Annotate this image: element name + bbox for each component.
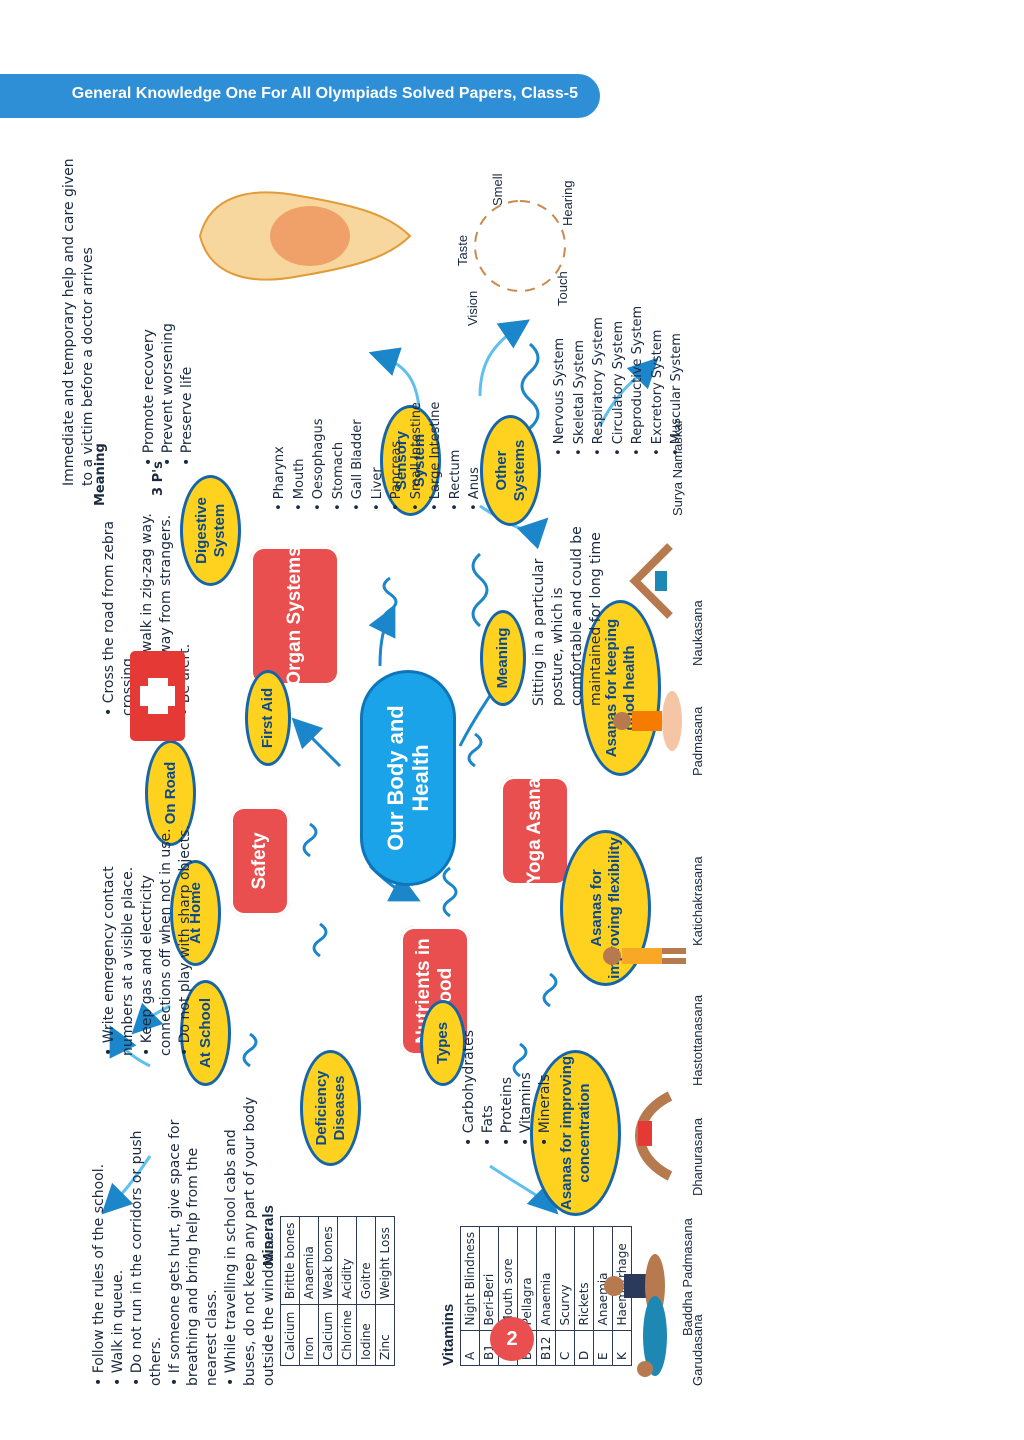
mind-map: Our Body and Health Organ Systems Safety… [60, 126, 710, 1386]
table-cell: Calcium [280, 1304, 300, 1366]
caption-hastottanasana: Hastottanasana [690, 994, 705, 1086]
table-cell: B12 [536, 1330, 556, 1366]
yoga-figure-icon [629, 543, 673, 619]
caption-garudasana: Garudasana [690, 1314, 705, 1386]
table-cell: A [460, 1330, 480, 1366]
table-cell: Brittle bones [280, 1216, 300, 1305]
book-title: General Knowledge One For All Olympiads … [71, 85, 578, 102]
table-cell: Scurvy [555, 1226, 575, 1331]
header-banner: General Knowledge One For All Olympiads … [0, 74, 600, 118]
three-ps-list: • Promote recovery • Prevent worsening •… [141, 323, 195, 466]
node-deficiency-diseases: Deficiency Diseases [300, 1050, 361, 1166]
digestive-system-illustration [198, 191, 412, 281]
yoga-figure-icon [637, 1296, 667, 1377]
table-cell: Chlorine [337, 1304, 357, 1366]
caption-dhanurasana: Dhanurasana [690, 1117, 705, 1196]
table-cell: Night Blindness [460, 1226, 480, 1331]
caption-katichakrasana: Katichakrasana [690, 856, 705, 946]
senses-cycle-icon [474, 200, 566, 292]
table-cell: D [574, 1330, 594, 1366]
table-cell: C [555, 1330, 575, 1366]
vitamins-title: Vitamins [440, 1303, 457, 1366]
yoga-figure-icon [635, 1091, 673, 1181]
yoga-meaning-text: Sitting in a particular posture, which i… [531, 526, 604, 706]
at-home-list: • Write emergency contact numbers at a v… [101, 825, 193, 1056]
node-yoga-meaning: Meaning [480, 610, 526, 706]
digestive-list: • Pharynx • Mouth • Oesophagus • Stomach… [272, 401, 482, 511]
minerals-title: Minerals [260, 1205, 277, 1266]
node-first-aid: First Aid [245, 670, 291, 766]
branch-yoga: Yoga Asana [500, 776, 570, 886]
other-systems-list: • Nervous System • Skeletal System • Res… [552, 305, 684, 456]
table-cell: Anaemia [536, 1226, 556, 1331]
yoga-figure-icon [603, 947, 686, 965]
caption-naukasana: Naukasana [690, 600, 705, 666]
page-number: 2 [490, 1317, 534, 1361]
table-cell: E [593, 1330, 613, 1366]
table-cell: Rickets [574, 1226, 594, 1331]
table-cell: Calcium [318, 1304, 338, 1366]
table-cell: Weight Loss [375, 1216, 395, 1305]
types-list: • Carbohydrates • Fats • Proteins • Vita… [461, 1029, 553, 1146]
table-cell: Beri-Beri [479, 1226, 499, 1331]
center-topic: Our Body and Health [360, 670, 456, 886]
table-cell: Iron [299, 1304, 319, 1366]
branch-organ-systems: Organ Systems [250, 546, 340, 686]
table-cell: Weak bones [318, 1216, 338, 1305]
at-school-list: • Follow the rules of the school. • Walk… [91, 1096, 278, 1386]
table-cell: Goitre [356, 1216, 376, 1305]
table-cell: Anaemia [299, 1216, 319, 1305]
yoga-figure-icon [613, 691, 682, 751]
table-cell: Iodine [356, 1304, 376, 1366]
first-aid-meaning: Immediate and temporary help and care gi… [61, 158, 96, 486]
table-cell: Pellagra [517, 1226, 537, 1331]
table-cell: Zinc [375, 1304, 395, 1366]
branch-safety: Safety [230, 806, 290, 916]
table-cell: Acidity [337, 1216, 357, 1305]
caption-surya-namaskar: Surya Namaskar [670, 419, 685, 516]
caption-padmasana: Padmasana [690, 706, 705, 776]
first-aid-kit-icon [130, 651, 185, 741]
table-cell: Mouth sore [498, 1226, 518, 1331]
